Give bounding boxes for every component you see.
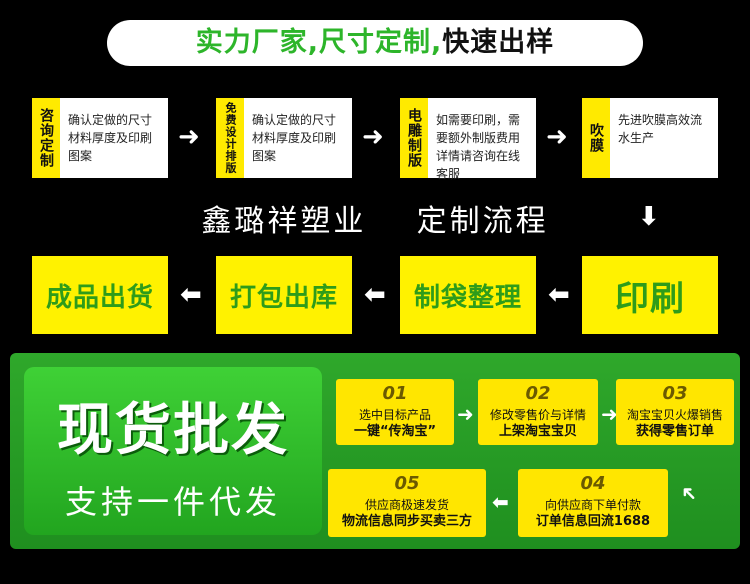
card-line2: 订单信息回流1688 xyxy=(535,514,651,529)
card-line2: 一键“传淘宝” xyxy=(353,424,437,439)
arrow-right-icon: ➜ xyxy=(457,402,474,426)
step-tag: 咨询定制 xyxy=(32,98,60,178)
arrow-right-icon: ➜ xyxy=(601,402,618,426)
arrow-left-icon: ⬅ xyxy=(364,280,386,310)
card-line1: 淘宝宝贝火爆销售 xyxy=(626,408,723,422)
step-film: 吹膜 先进吹膜高效流水生产 xyxy=(582,98,718,178)
card-line2: 上架淘宝宝贝 xyxy=(498,424,577,439)
card-line2: 物流信息同步买卖三方 xyxy=(341,514,472,529)
step-text: 先进吹膜高效流水生产 xyxy=(618,113,703,145)
step-card-01: 01 选中目标产品 一键“传淘宝” xyxy=(336,379,454,445)
card-number: 02 xyxy=(525,383,551,404)
card-number: 05 xyxy=(394,473,420,494)
wholesale-panel: 现货批发 支持一件代发 01 选中目标产品 一键“传淘宝” ➜ 02 修改零售价… xyxy=(10,353,740,549)
card-line2: 获得零售订单 xyxy=(635,424,714,439)
step-tag: 电雕制版 xyxy=(400,98,428,178)
card-line1: 选中目标产品 xyxy=(358,408,431,422)
arrow-down-icon: ⬇ xyxy=(638,202,660,232)
flow-packing: 打包出库 xyxy=(216,256,352,334)
step-design: 免费设计排版 确认定做的尺寸材料厚度及印刷图案 xyxy=(216,98,352,178)
card-line1: 修改零售价与详情 xyxy=(489,408,586,422)
card-number: 04 xyxy=(580,473,606,494)
card-number: 03 xyxy=(662,383,688,404)
step-consult: 咨询定制 确认定做的尺寸材料厚度及印刷图案 xyxy=(32,98,168,178)
card-line1: 供应商极速发货 xyxy=(364,498,449,512)
process-subtitle: 鑫璐祥塑业 定制流程 xyxy=(0,196,750,240)
process-name: 定制流程 xyxy=(416,204,549,239)
step-card-02: 02 修改零售价与详情 上架淘宝宝贝 xyxy=(478,379,598,445)
flow-shipping: 成品出货 xyxy=(32,256,168,334)
step-card-03: 03 淘宝宝贝火爆销售 获得零售订单 xyxy=(616,379,734,445)
step-tag: 吹膜 xyxy=(582,98,610,178)
arrow-right-icon: ➜ xyxy=(178,122,200,152)
step-text: 确认定做的尺寸材料厚度及印刷图案 xyxy=(252,113,337,163)
step-card-05: 05 供应商极速发货 物流信息同步买卖三方 xyxy=(328,469,486,537)
flow-bag-making: 制袋整理 xyxy=(400,256,536,334)
wholesale-subtitle: 支持一件代发 xyxy=(64,483,281,521)
arrow-left-icon: ⬅ xyxy=(180,280,202,310)
banner-text: 快速出样 xyxy=(442,27,555,58)
flow-printing: 印刷 xyxy=(582,256,718,334)
step-tag: 免费设计排版 xyxy=(216,98,244,178)
top-banner: 实力厂家,尺寸定制,快速出样 xyxy=(107,20,643,66)
card-line1: 向供应商下单付款 xyxy=(544,498,641,512)
step-text: 如需要印刷，需要额外制版费用详情请咨询在线客服 xyxy=(436,113,521,181)
step-engraving: 电雕制版 如需要印刷，需要额外制版费用详情请咨询在线客服 xyxy=(400,98,536,181)
arrow-left-icon: ⬅ xyxy=(548,280,570,310)
banner-highlight: 实力厂家,尺寸定制, xyxy=(195,27,443,58)
step-card-04: 04 向供应商下单付款 订单信息回流1688 xyxy=(518,469,668,537)
wholesale-highlight: 现货批发 支持一件代发 xyxy=(24,367,322,535)
company-name: 鑫璐祥塑业 xyxy=(201,204,367,239)
step-text: 确认定做的尺寸材料厚度及印刷图案 xyxy=(68,113,153,163)
card-number: 01 xyxy=(382,383,408,404)
wholesale-title: 现货批发 xyxy=(57,398,289,463)
arrow-right-icon: ➜ xyxy=(546,122,568,152)
arrow-right-icon: ➜ xyxy=(362,122,384,152)
arrow-left-icon: ⬅ xyxy=(492,490,509,514)
arrow-down-left-icon: ➜ xyxy=(673,479,703,509)
